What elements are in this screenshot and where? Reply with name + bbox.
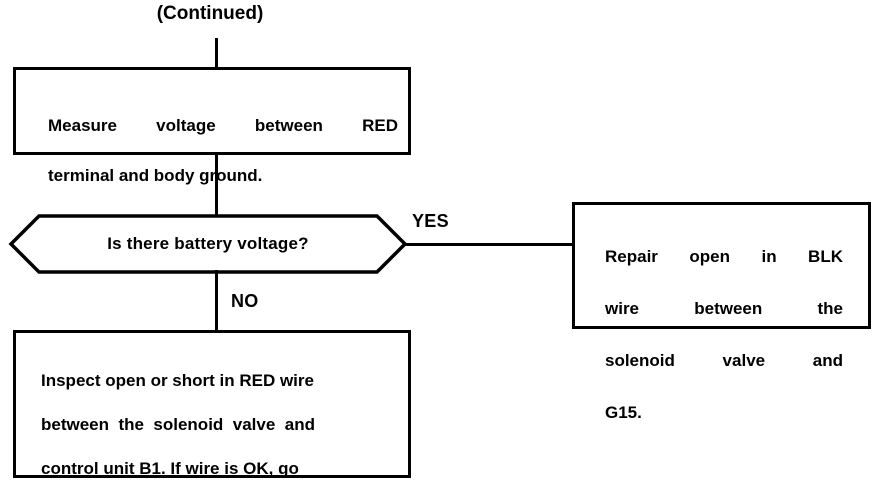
page-title: (Continued) [156, 3, 264, 24]
decision-question-label: Is there battery voltage? [107, 234, 309, 253]
node-measure-voltage[interactable]: Measure voltage between RED terminal and… [13, 67, 411, 185]
connector-measure-to-decision [215, 155, 218, 217]
node-measure-voltage-text: Measure voltage between RED terminal and… [48, 88, 398, 213]
repair-line-3: solenoid valve and [605, 351, 843, 370]
measure-line-2: terminal and body ground. [48, 166, 263, 185]
node-repair-blk-wire-text: Repair open in BLK wire between the sole… [605, 218, 843, 452]
measure-line-1: Measure voltage between RED [48, 116, 398, 135]
connector-yes-to-repair [404, 243, 574, 246]
repair-line-2: wire between the [605, 299, 843, 318]
repair-line-1: Repair open in BLK [605, 247, 843, 266]
connector-title-to-measure [215, 38, 218, 69]
inspect-line-1: Inspect open or short in RED wire [41, 371, 314, 390]
node-decision-battery-voltage[interactable]: Is there battery voltage? [8, 212, 408, 276]
inspect-line-3: control unit B1. If wire is OK, go [41, 459, 299, 478]
branch-label-yes: YES [412, 211, 449, 231]
inspect-line-2: between the solenoid valve and [41, 415, 315, 434]
node-inspect-red-wire[interactable]: Inspect open or short in RED wire betwee… [13, 330, 411, 478]
connector-no-to-inspect [215, 270, 218, 331]
branch-label-no: NO [231, 291, 259, 311]
node-inspect-red-wire-text: Inspect open or short in RED wire betwee… [41, 348, 393, 494]
repair-line-4: G15. [605, 403, 642, 422]
node-repair-blk-wire[interactable]: Repair open in BLK wire between the sole… [572, 202, 871, 422]
